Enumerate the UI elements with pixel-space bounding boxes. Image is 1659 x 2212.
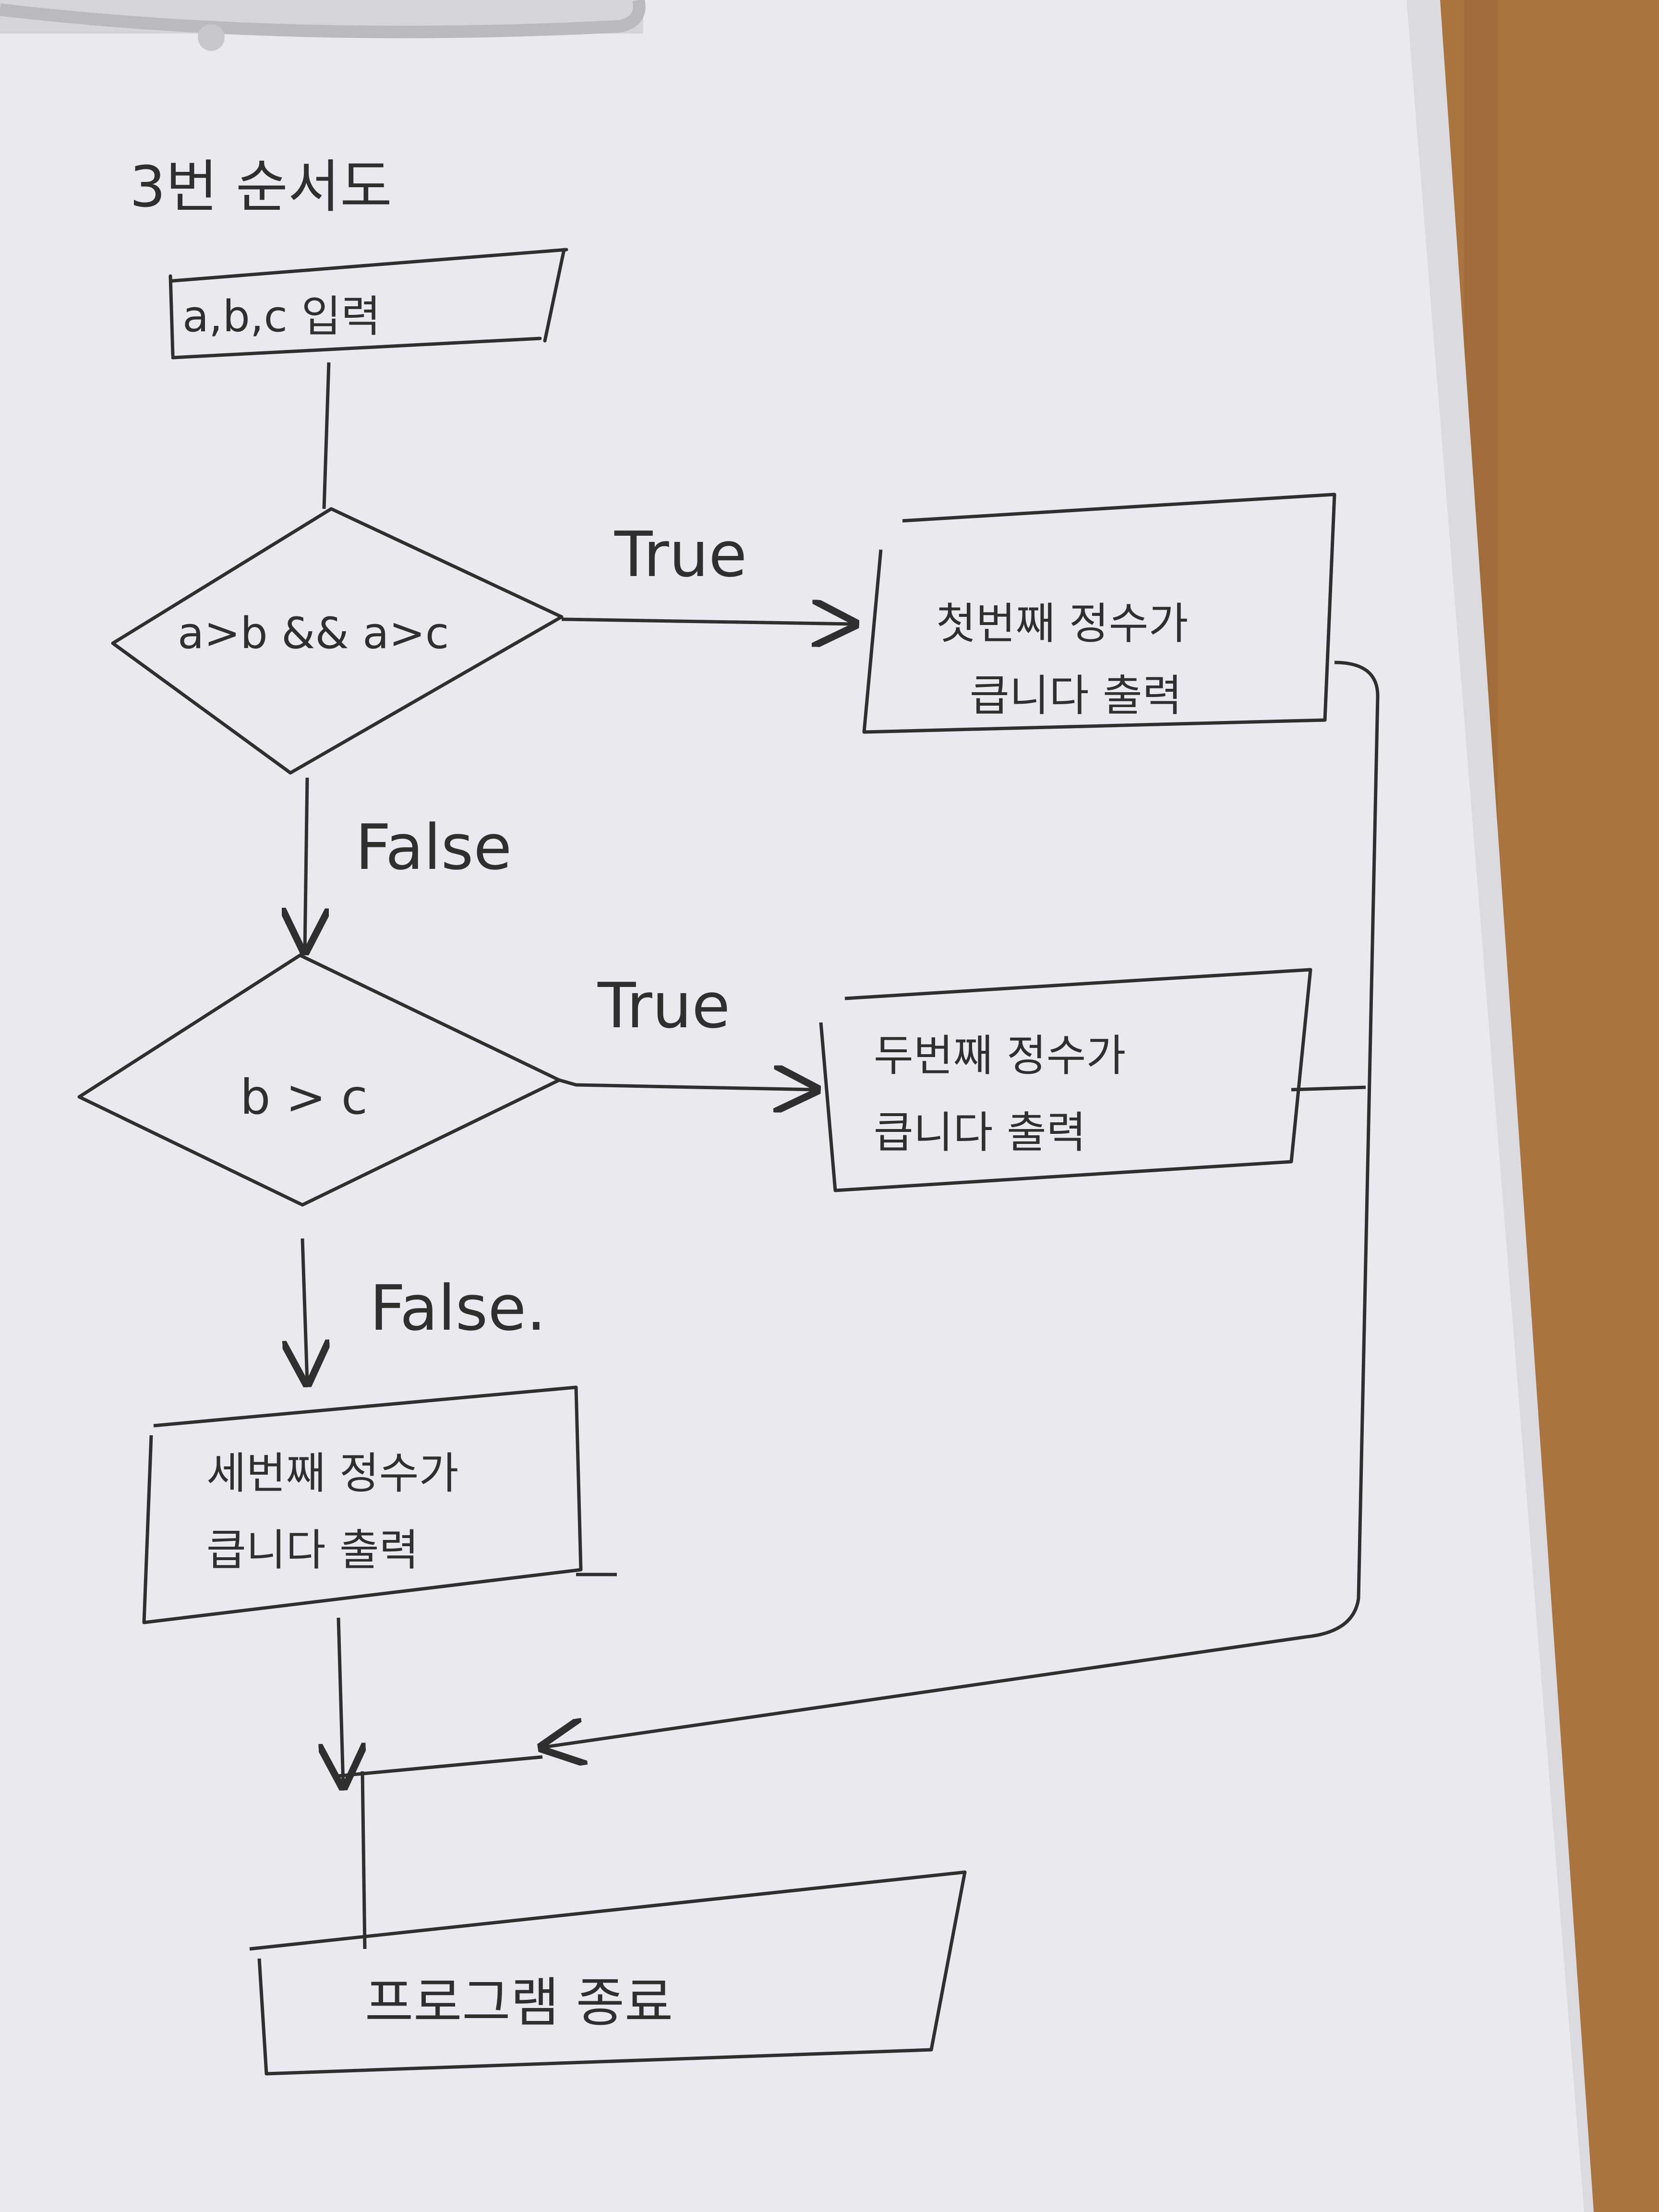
clipboard-clip <box>0 0 646 51</box>
arrow-decision1-false <box>305 777 307 950</box>
result2-box: 두번째 정수가 큽니다 출력 <box>819 968 1312 1192</box>
end-box: 프로그램 종료 <box>249 1870 967 2076</box>
decision1-diamond: a>b && a>c <box>111 507 564 775</box>
result2-line1: 두번째 정수가 <box>874 1031 1126 1081</box>
result2-line2: 큽니다 출력 <box>874 1107 1086 1158</box>
arrow-decision1-true <box>561 619 854 624</box>
result1-line1: 첫번째 정수가 <box>936 599 1188 649</box>
result3-line2: 큽니다 출력 <box>206 1525 419 1575</box>
decision2-false-label: False. <box>370 1272 546 1345</box>
input-box: a,b,c 입력 <box>168 248 568 360</box>
decision1-label: a>b && a>c <box>178 608 449 659</box>
input-label: a,b,c 입력 <box>182 291 381 342</box>
diagram-title: 3번 순서도 <box>130 154 392 220</box>
return-line <box>542 661 1380 1747</box>
result2-join-line <box>1291 1085 1366 1092</box>
decision2-true-label: True <box>597 969 730 1042</box>
result1-line2: 큽니다 출력 <box>970 671 1182 721</box>
decision2-label: b > c <box>240 1069 368 1125</box>
connector-input-decision1 <box>322 362 331 509</box>
connector-merge-end <box>361 1771 367 1949</box>
result3-box: 세번째 정수가 큽니다 출력 <box>142 1385 617 1624</box>
arrow-decision2-false <box>302 1238 307 1382</box>
connector-result3-merge <box>338 1617 343 1786</box>
arrow-decision2-true <box>559 1080 816 1090</box>
decision1-false-label: False <box>355 811 512 884</box>
decision2-diamond: b > c <box>77 953 561 1207</box>
end-label: 프로그램 종료 <box>365 1972 673 2033</box>
result1-box: 첫번째 정수가 큽니다 출력 <box>862 493 1336 734</box>
result3-line1: 세번째 정수가 <box>206 1448 458 1499</box>
decision1-true-label: True <box>614 518 747 591</box>
